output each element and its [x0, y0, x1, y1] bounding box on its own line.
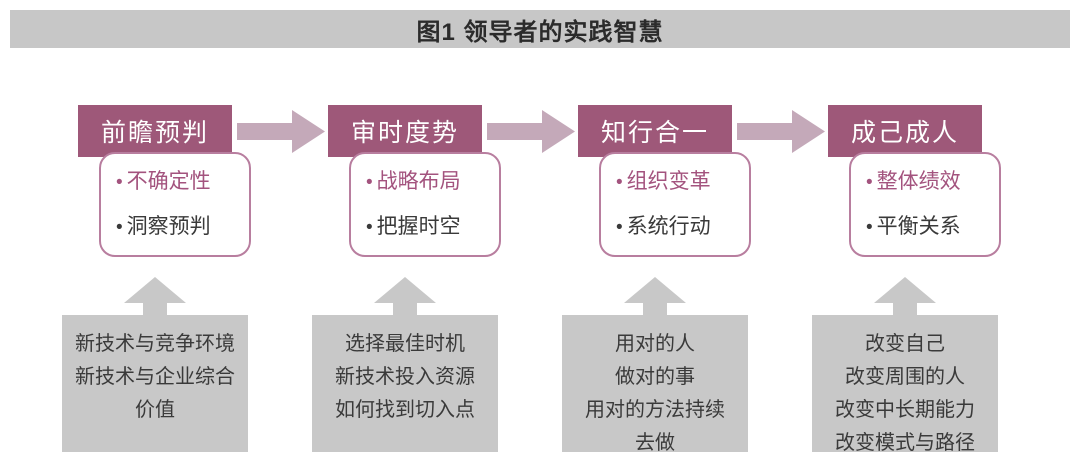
foundation-line: 做对的事: [615, 366, 695, 388]
bullet-label: 组织变革: [626, 169, 711, 193]
foundation-box-1: 新技术与竞争环境 新技术与企业综合 价值: [62, 315, 248, 452]
flow-arrow-icon: [237, 110, 325, 153]
up-arrow-icon: [123, 277, 187, 317]
foundation-box-4: 改变自己 改变周围的人 改变中长期能力 改变模式与路径: [812, 315, 998, 454]
flow-arrow-icon: [737, 110, 825, 153]
stage-header-label: 前瞻预判: [100, 119, 209, 147]
bullet-dot: •: [616, 216, 623, 238]
foundation-line: 改变模式与路径: [835, 432, 975, 454]
bullet-dot: •: [366, 171, 373, 193]
bullet-item: • 平衡关系: [866, 215, 999, 240]
stage-header-2: 审时度势: [328, 105, 482, 157]
foundation-box-2: 选择最佳时机 新技术投入资源 如何找到切入点: [312, 315, 498, 452]
bullet-label: 把握时空: [376, 214, 461, 238]
bullet-item: • 战略布局: [366, 170, 499, 195]
stage-header-label: 审时度势: [350, 119, 459, 147]
flow-arrow-icon: [487, 110, 575, 153]
foundation-line: 改变自己: [865, 333, 945, 355]
stage-header-3: 知行合一: [578, 105, 732, 157]
foundation-line: 新技术与企业综合: [75, 366, 235, 388]
bullet-dot: •: [866, 216, 873, 238]
stage-column-3: 知行合一 • 组织变革 • 系统行动 用对的人 做对的事 用对的方法持续 去做: [530, 0, 825, 469]
up-arrow-icon: [373, 277, 437, 317]
foundation-line: 用对的人: [615, 333, 695, 355]
bullet-item: • 整体绩效: [866, 170, 999, 195]
bullet-item: • 把握时空: [366, 215, 499, 240]
bullet-item: • 组织变革: [616, 170, 749, 195]
foundation-line: 价值: [135, 399, 175, 421]
up-arrow-icon: [873, 277, 937, 317]
bullet-label: 战略布局: [376, 169, 461, 193]
up-arrow-icon: [623, 277, 687, 317]
stage-bullet-box-2: • 战略布局 • 把握时空: [349, 152, 501, 257]
bullet-label: 系统行动: [626, 214, 711, 238]
bullet-dot: •: [116, 216, 123, 238]
foundation-line: 新技术与竞争环境: [75, 333, 235, 355]
stage-header-1: 前瞻预判: [78, 105, 232, 157]
title-banner: 图1 领导者的实践智慧: [10, 10, 1070, 48]
stage-header-label: 知行合一: [600, 119, 709, 147]
bullet-dot: •: [616, 171, 623, 193]
bullet-item: • 系统行动: [616, 215, 749, 240]
foundation-line: 用对的方法持续: [585, 399, 725, 421]
stage-column-4: 成己成人 • 整体绩效 • 平衡关系 改变自己 改变周围的人 改变中长期能力 改…: [780, 0, 1030, 469]
bullet-item: • 洞察预判: [116, 215, 249, 240]
bullet-dot: •: [366, 216, 373, 238]
stage-bullet-box-3: • 组织变革 • 系统行动: [599, 152, 751, 257]
bullet-dot: •: [866, 171, 873, 193]
bullet-label: 平衡关系: [876, 214, 961, 238]
bullet-label: 洞察预判: [126, 214, 211, 238]
bullet-dot: •: [116, 171, 123, 193]
foundation-line: 如何找到切入点: [335, 399, 475, 421]
foundation-box-3: 用对的人 做对的事 用对的方法持续 去做: [562, 315, 748, 454]
stage-column-2: 审时度势 • 战略布局 • 把握时空 选择最佳时机 新技术投入资源 如何找到切入…: [280, 0, 575, 469]
bullet-label: 不确定性: [126, 169, 211, 193]
foundation-line: 选择最佳时机: [345, 333, 465, 355]
diagram-title: 图1 领导者的实践智慧: [416, 18, 664, 46]
bullet-label: 整体绩效: [876, 169, 961, 193]
stage-column-1: 前瞻预判 • 不确定性 • 洞察预判 新技术与竞争环境 新技术与企业综合 价值: [30, 0, 325, 469]
bullet-item: • 不确定性: [116, 170, 249, 195]
foundation-line: 去做: [635, 432, 675, 454]
foundation-line: 改变周围的人: [845, 366, 965, 388]
stage-bullet-box-1: • 不确定性 • 洞察预判: [99, 152, 251, 257]
foundation-line: 新技术投入资源: [335, 366, 475, 388]
stage-bullet-box-4: • 整体绩效 • 平衡关系: [849, 152, 1001, 257]
foundation-line: 改变中长期能力: [835, 399, 975, 421]
stage-header-4: 成己成人: [828, 105, 982, 157]
stage-header-label: 成己成人: [850, 119, 959, 147]
